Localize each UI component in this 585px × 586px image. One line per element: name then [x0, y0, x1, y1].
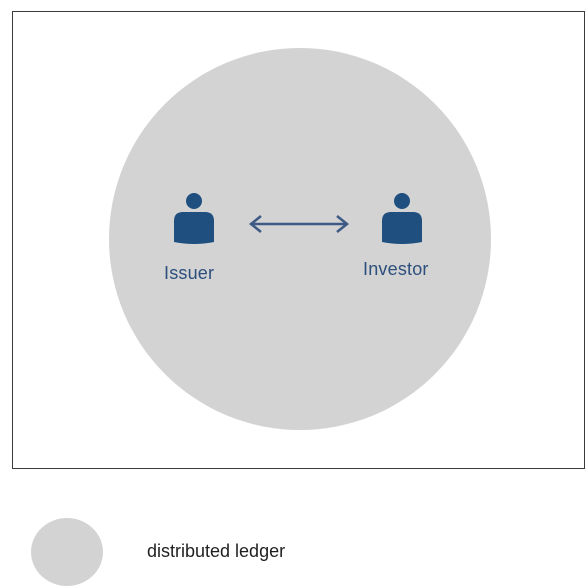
- double-headed-arrow-icon: [245, 211, 353, 242]
- person-icon: [382, 193, 422, 244]
- legend-label: distributed ledger: [147, 541, 286, 561]
- issuer-actor: [164, 190, 224, 246]
- investor-label: Investor: [363, 259, 429, 279]
- investor-actor: [372, 190, 432, 246]
- issuer-label: Issuer: [164, 263, 215, 283]
- distributed-ledger-circle: [109, 48, 491, 430]
- person-icon: [174, 193, 214, 244]
- legend-swatch: [31, 518, 103, 586]
